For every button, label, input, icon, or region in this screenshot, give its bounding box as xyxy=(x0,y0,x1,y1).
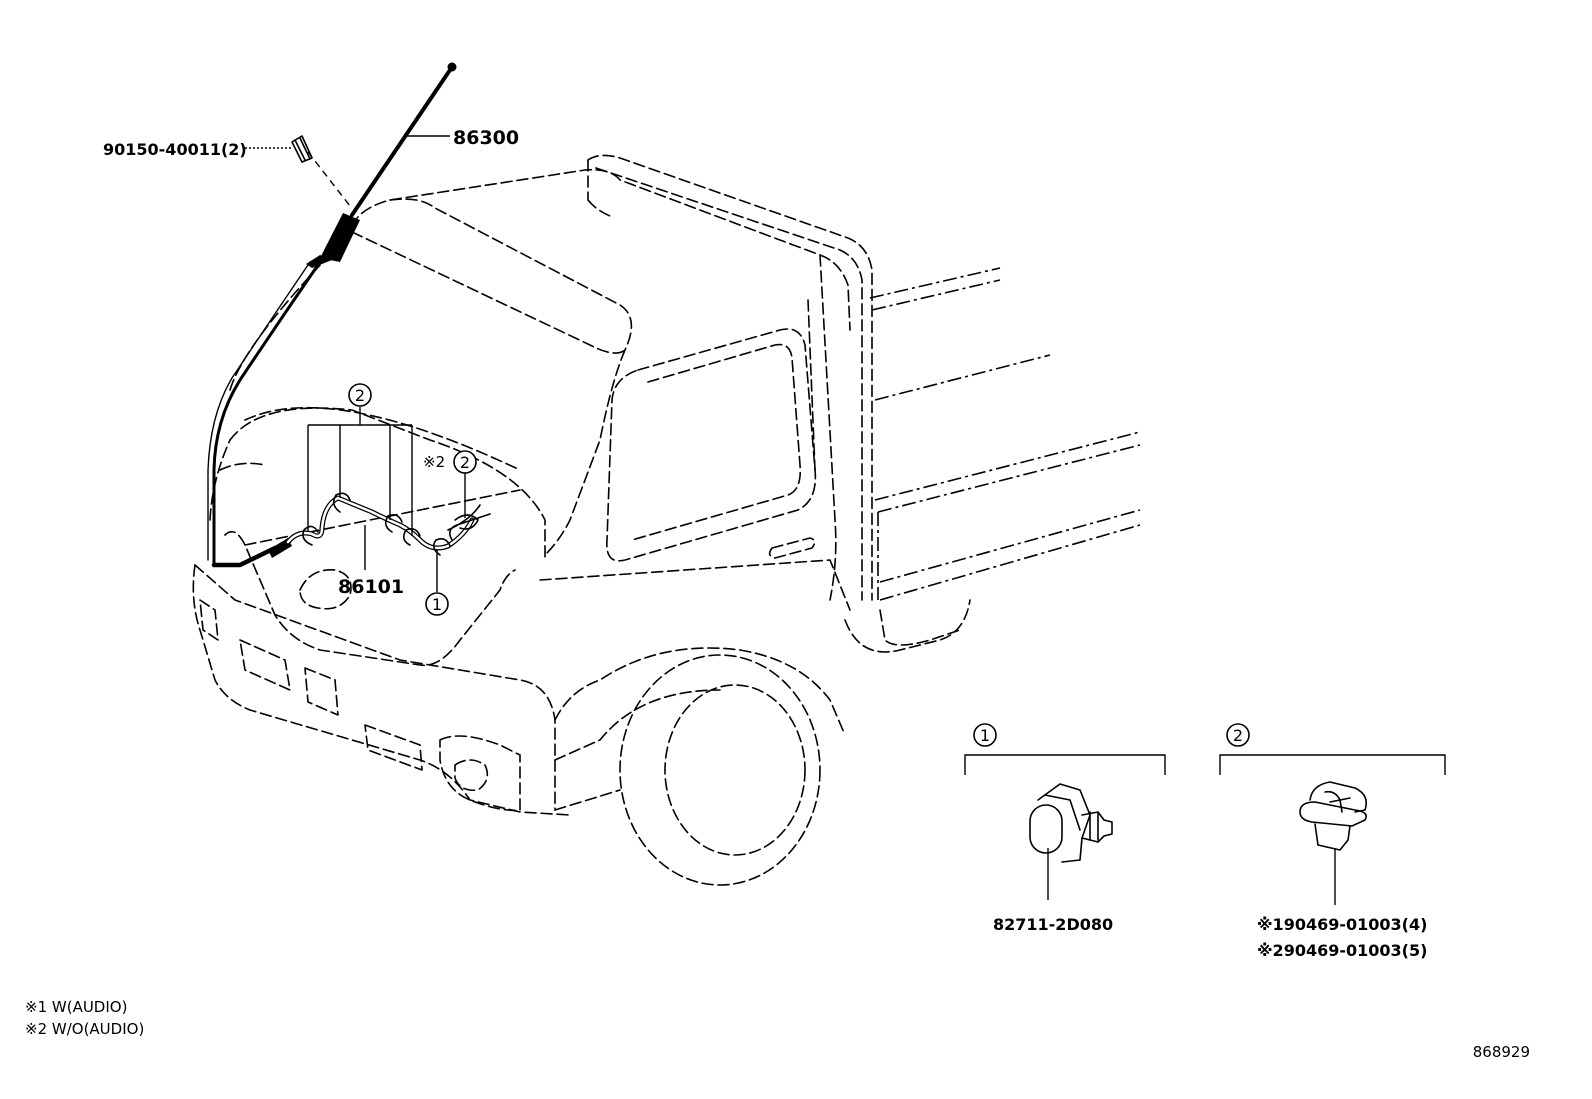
callout-circle-2-top: 2 xyxy=(348,383,372,407)
svg-text:1: 1 xyxy=(980,726,990,745)
svg-text:2: 2 xyxy=(355,386,365,405)
cargo-bed xyxy=(869,267,1141,601)
antenna-cord xyxy=(268,492,491,558)
antenna-icon xyxy=(207,62,457,568)
clip-callout-group xyxy=(307,407,413,536)
bolt-part-number: 90150-40011(2) xyxy=(103,140,247,159)
callout-circle-1-cord: 1 xyxy=(425,592,449,616)
note-w-audio: ※1 W(AUDIO) xyxy=(25,998,127,1016)
bolt-icon xyxy=(291,135,313,163)
clip-part-number-wo-audio: ※290469-01003(5) xyxy=(1257,941,1427,960)
clamp-part-number: 82711-2D080 xyxy=(993,915,1113,934)
callout-circle-2-wo-audio: 2 xyxy=(453,450,477,474)
note-wo-audio: ※2 W/O(AUDIO) xyxy=(25,1020,144,1038)
truck-outline xyxy=(192,154,971,886)
detail-2: 2 ※190469-01003(4) ※290469-01003(5) xyxy=(1219,723,1446,960)
clip-part-number-w-audio: ※190469-01003(4) xyxy=(1257,915,1427,934)
clamp-icon xyxy=(1029,783,1113,863)
ref-marker-2: ※2 xyxy=(423,453,445,471)
detail-1-circle: 1 xyxy=(973,723,997,747)
svg-text:2: 2 xyxy=(1233,726,1243,745)
diagram-id: 868929 xyxy=(1473,1043,1530,1061)
detail-2-circle: 2 xyxy=(1226,723,1250,747)
detail-1: 1 82711-2D080 xyxy=(964,723,1166,934)
clip-icon xyxy=(1299,781,1368,851)
svg-text:1: 1 xyxy=(432,595,442,614)
antenna-cord-part-number: 86101 xyxy=(338,576,404,598)
svg-text:2: 2 xyxy=(460,453,470,472)
antenna-pole-part-number: 86300 xyxy=(453,127,519,149)
